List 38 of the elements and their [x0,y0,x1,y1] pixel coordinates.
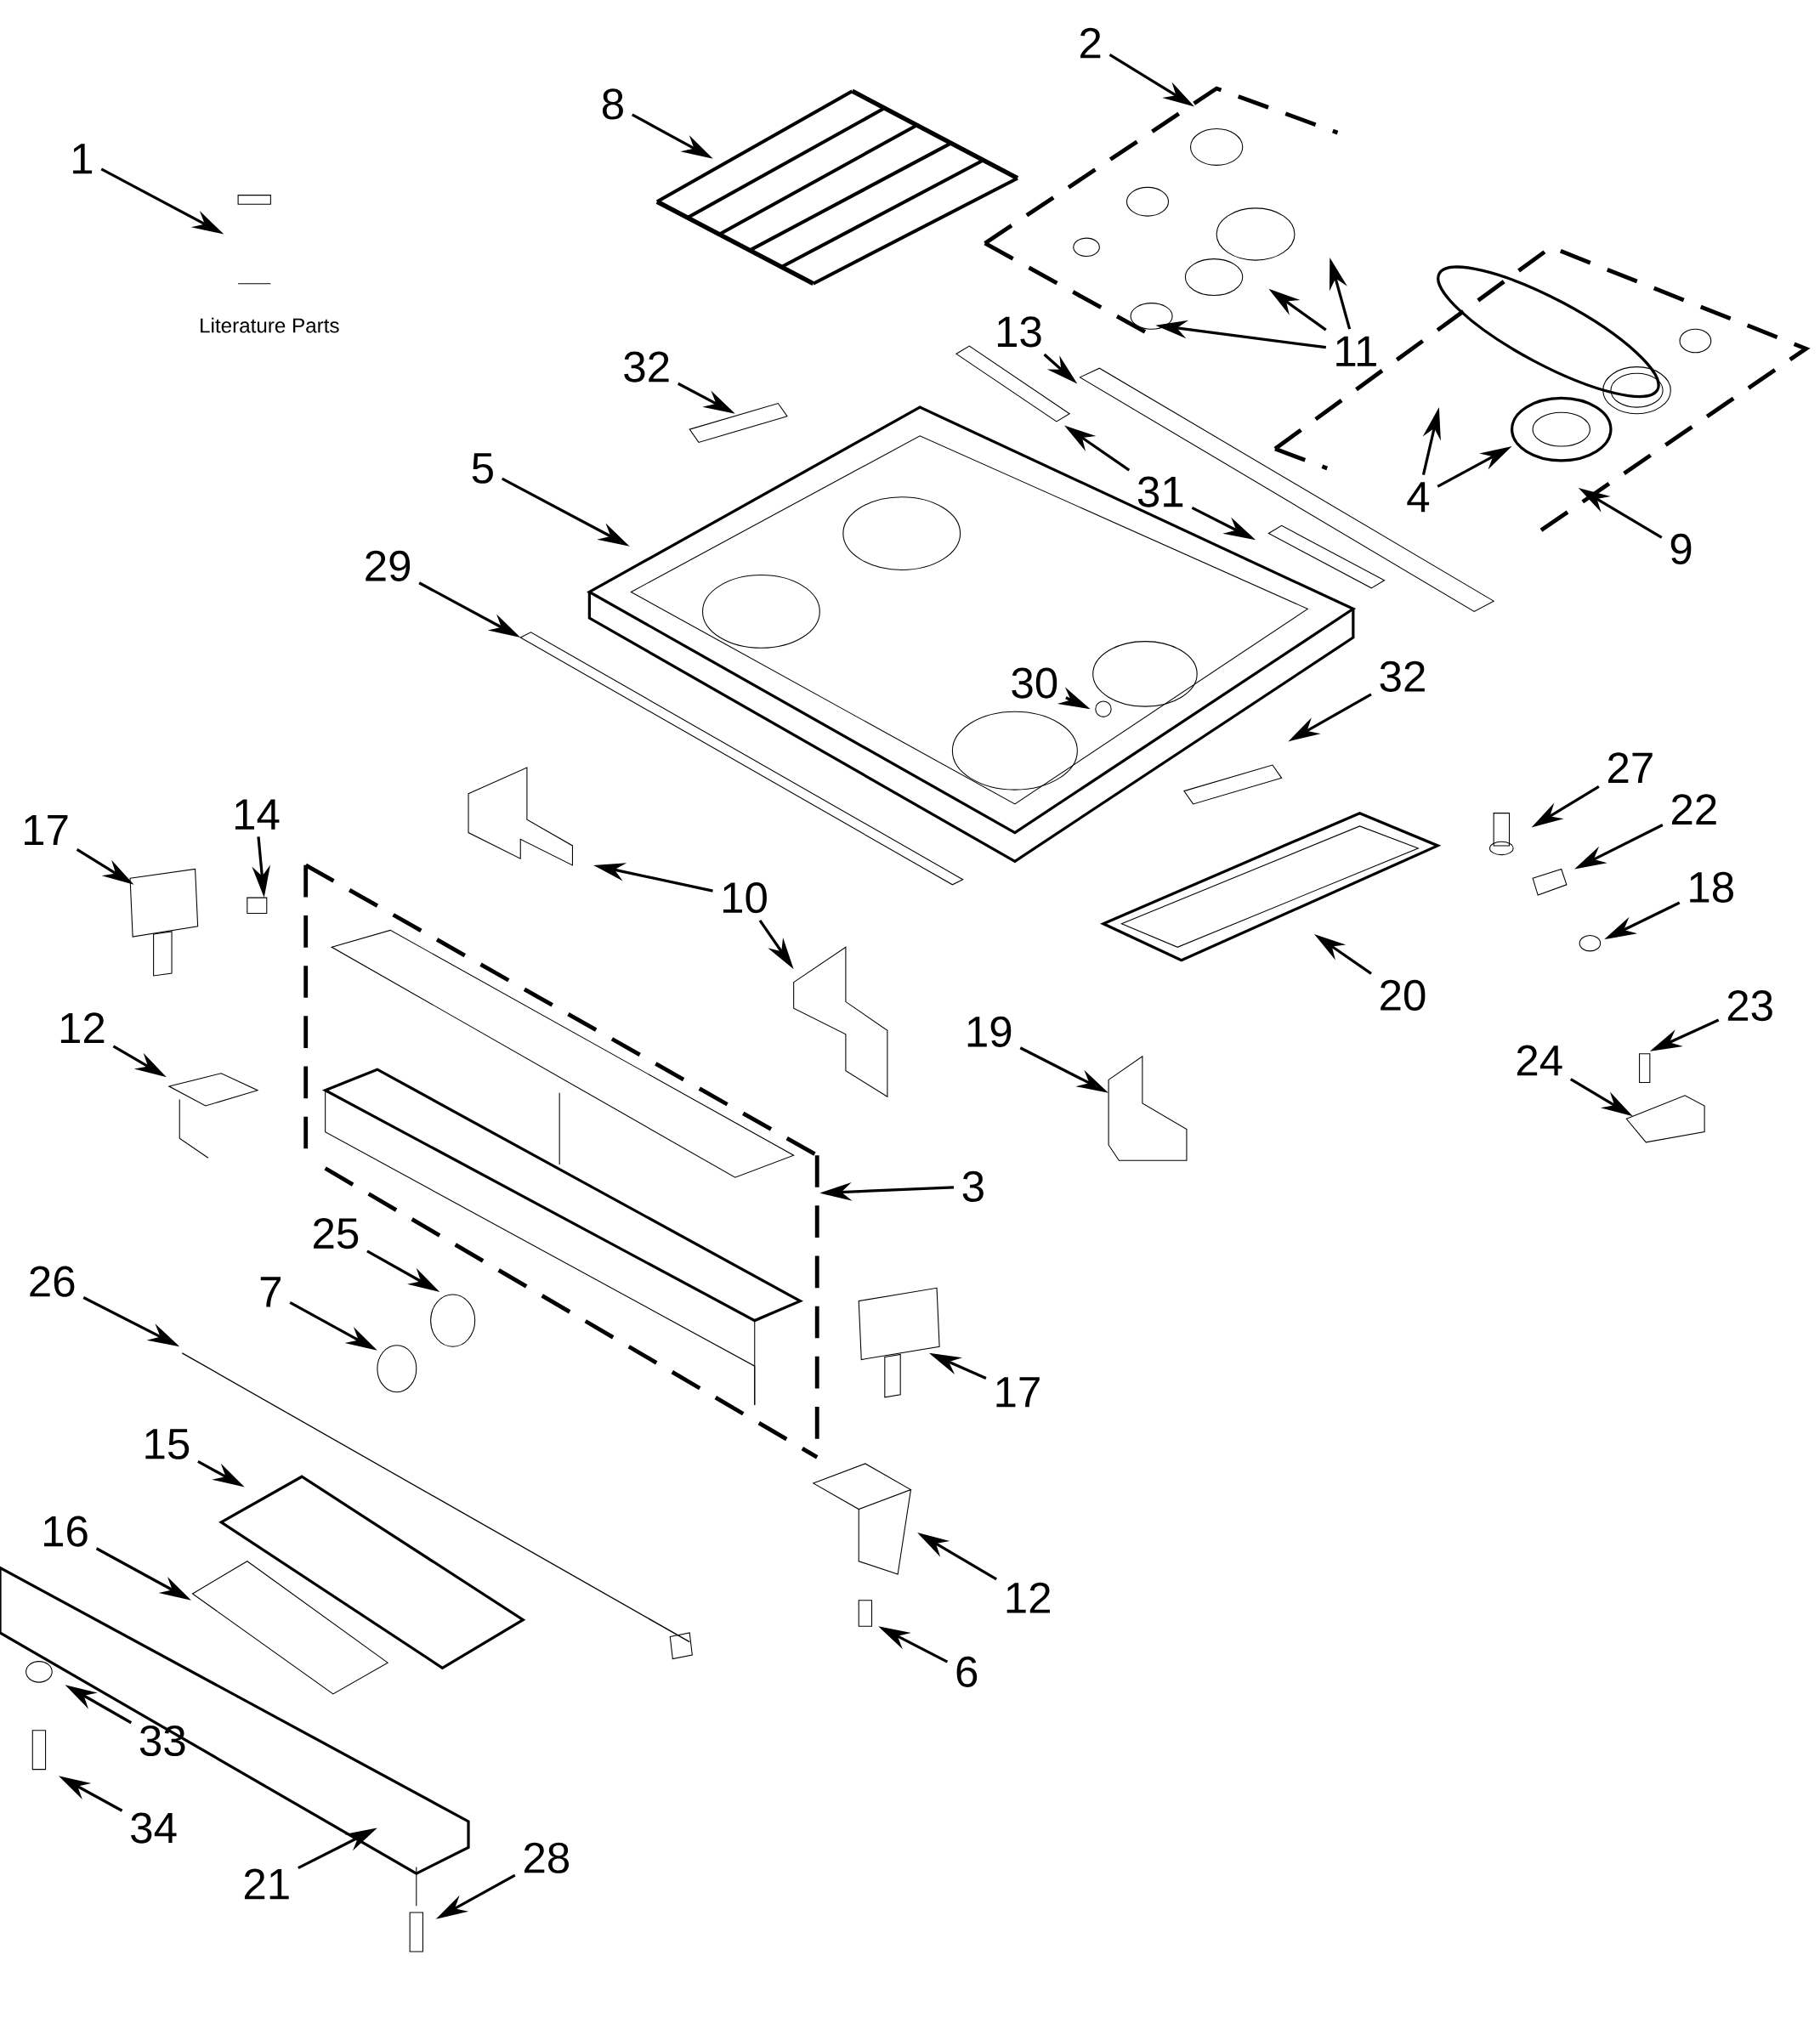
callout-number: 14 [235,799,280,830]
callout-number: 34 [131,1812,177,1844]
callout-number: 12 [1006,1582,1050,1613]
callout-number: 22 [1671,794,1716,824]
callout-number: 20 [1381,979,1426,1012]
callout-number: 29 [366,550,410,581]
callout-number: 3 [962,1170,984,1203]
callout-number: 2 [1080,27,1101,59]
callout-number: 30 [1012,667,1057,699]
callout-number: 23 [1727,990,1772,1022]
callout-number: 8 [602,88,623,120]
callout-number: 32 [624,351,669,382]
callout-number: 9 [1670,533,1692,564]
callout-number: 4 [1407,482,1429,513]
callout-number: 28 [524,1842,569,1873]
part-label: Literature Parts [200,317,339,333]
callout-number: 26 [30,1266,75,1297]
callout-number: 12 [60,1012,105,1044]
callout-number: 15 [145,1429,190,1459]
callout-number: 25 [313,1217,358,1250]
callout-number: 18 [1690,871,1733,903]
callout-number: 16 [43,1516,88,1547]
callout-number: 1 [72,144,92,174]
callout-number: 5 [472,453,493,484]
callout-number: 10 [723,882,767,914]
callout-number: 17 [24,815,68,846]
callout-number: 31 [1137,476,1183,507]
callout-number: 33 [139,1725,185,1757]
callout-number: 13 [997,316,1041,348]
callout-number: 19 [967,1016,1012,1047]
callout-number: 24 [1517,1045,1562,1076]
callout-number: 6 [956,1656,978,1687]
callout-number: 21 [244,1868,289,1900]
callout-number: 11 [1336,336,1376,366]
callout-number: 32 [1380,660,1425,693]
callout-number: 7 [260,1277,281,1307]
callout-number: 27 [1607,752,1653,783]
callout-number: 17 [996,1377,1040,1408]
